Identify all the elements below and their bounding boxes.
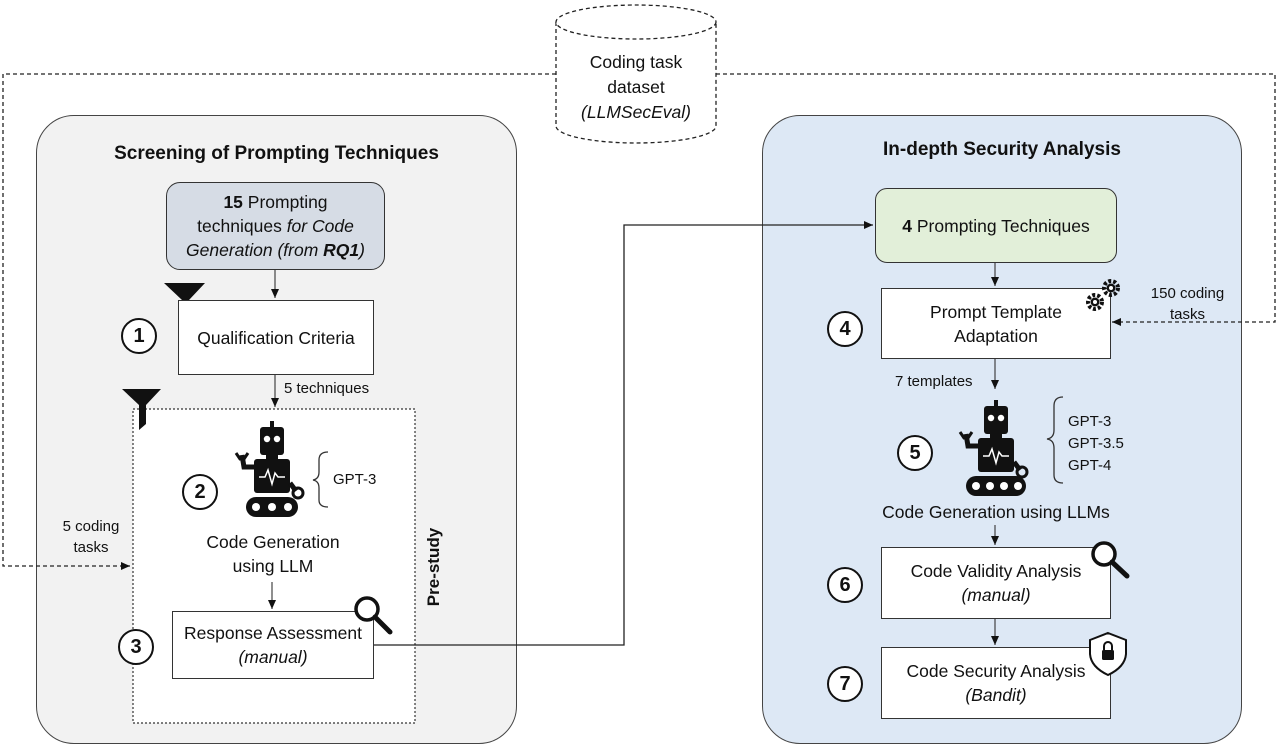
dataset-to-left-dashed-connector [2, 73, 556, 570]
security-panel-title: In-depth Security Analysis [883, 139, 1121, 160]
dataset-label-line3: (LLMSecEval) [581, 102, 691, 122]
step-number-3: 3 [118, 629, 154, 665]
five-coding-line2: tasks [73, 539, 109, 556]
code-security-box: Code Security Analysis (Bandit) [881, 647, 1111, 719]
model-gpt3: GPT-3 [1068, 413, 1112, 430]
source-italic3: ) [359, 240, 365, 260]
code-validity-line2: (manual) [961, 585, 1031, 605]
code-validity-line1: Code Validity Analysis [910, 561, 1082, 581]
source-text1: Prompting [242, 192, 328, 212]
model-gpt4: GPT-4 [1068, 457, 1112, 474]
fifteen-techniques-box: 15 Prompting techniques for Code Generat… [166, 182, 385, 270]
code-generation-label: Code Generation using LLM [188, 530, 358, 578]
four-text: Prompting Techniques [912, 215, 1090, 236]
code-validity-box: Code Validity Analysis (manual) [881, 547, 1111, 619]
step-number-4: 4 [827, 311, 863, 347]
hundred-fifty-coding-tasks-label: 150 coding tasks [1140, 283, 1235, 325]
code-security-line1: Code Security Analysis [906, 661, 1086, 681]
qualification-criteria-box: Qualification Criteria [178, 300, 374, 375]
source-text2: techniques [197, 216, 287, 236]
five-coding-tasks-label: 5 coding tasks [46, 516, 136, 558]
qualification-criteria-label: Qualification Criteria [197, 327, 355, 348]
hundred-fifty-line1: 150 coding [1150, 285, 1225, 302]
response-assessment-line2: (manual) [238, 647, 308, 667]
dataset-label-line2: dataset [607, 77, 665, 97]
step-number-6: 6 [827, 567, 863, 603]
model-gpt35: GPT-3.5 [1068, 435, 1124, 452]
templates-count-label: 7 templates [895, 373, 973, 390]
code-generation-line1: Code Generation [206, 532, 340, 552]
four-count: 4 [902, 215, 913, 236]
techniques-count-label: 5 techniques [284, 380, 370, 397]
dataset-to-right-dashed-connector [716, 73, 1276, 326]
step-number-1: 1 [121, 318, 157, 354]
screening-panel-title: Screening of Prompting Techniques [114, 143, 439, 164]
model-brace-left [312, 451, 329, 508]
prompt-template-line1: Prompt Template [930, 301, 1062, 322]
response-assessment-box: Response Assessment (manual) [172, 611, 374, 679]
fifteen-count: 15 [223, 192, 243, 212]
assessment-to-four-techniques-arrow [373, 221, 873, 646]
four-techniques-box: 4 Prompting Techniques [875, 188, 1117, 263]
code-generation-llms-label: Code Generation using LLMs [882, 502, 1110, 522]
prompt-template-line2: Adaptation [954, 325, 1038, 346]
prompt-template-box: Prompt Template Adaptation [881, 288, 1111, 359]
hundred-fifty-line2: tasks [1169, 306, 1205, 323]
step-number-2: 2 [182, 474, 218, 510]
response-assessment-line1: Response Assessment [183, 623, 362, 643]
source-italic1: for Code [286, 216, 354, 236]
model-list: GPT-3 GPT-3.5 GPT-4 [1068, 411, 1124, 477]
dataset-label-line1: Coding task [589, 52, 683, 72]
source-rq: RQ1 [323, 240, 360, 260]
code-generation-line2: using LLM [232, 556, 314, 576]
model-brace-right [1046, 396, 1064, 484]
code-security-line2: (Bandit) [965, 685, 1027, 705]
step-number-5: 5 [897, 435, 933, 471]
dataset-label: Coding task dataset (LLMSecEval) [556, 50, 716, 125]
gpt3-label-left: GPT-3 [333, 471, 377, 488]
step-number-7: 7 [827, 666, 863, 702]
source-italic2: Generation (from [186, 240, 324, 260]
five-coding-line1: 5 coding [62, 518, 120, 535]
